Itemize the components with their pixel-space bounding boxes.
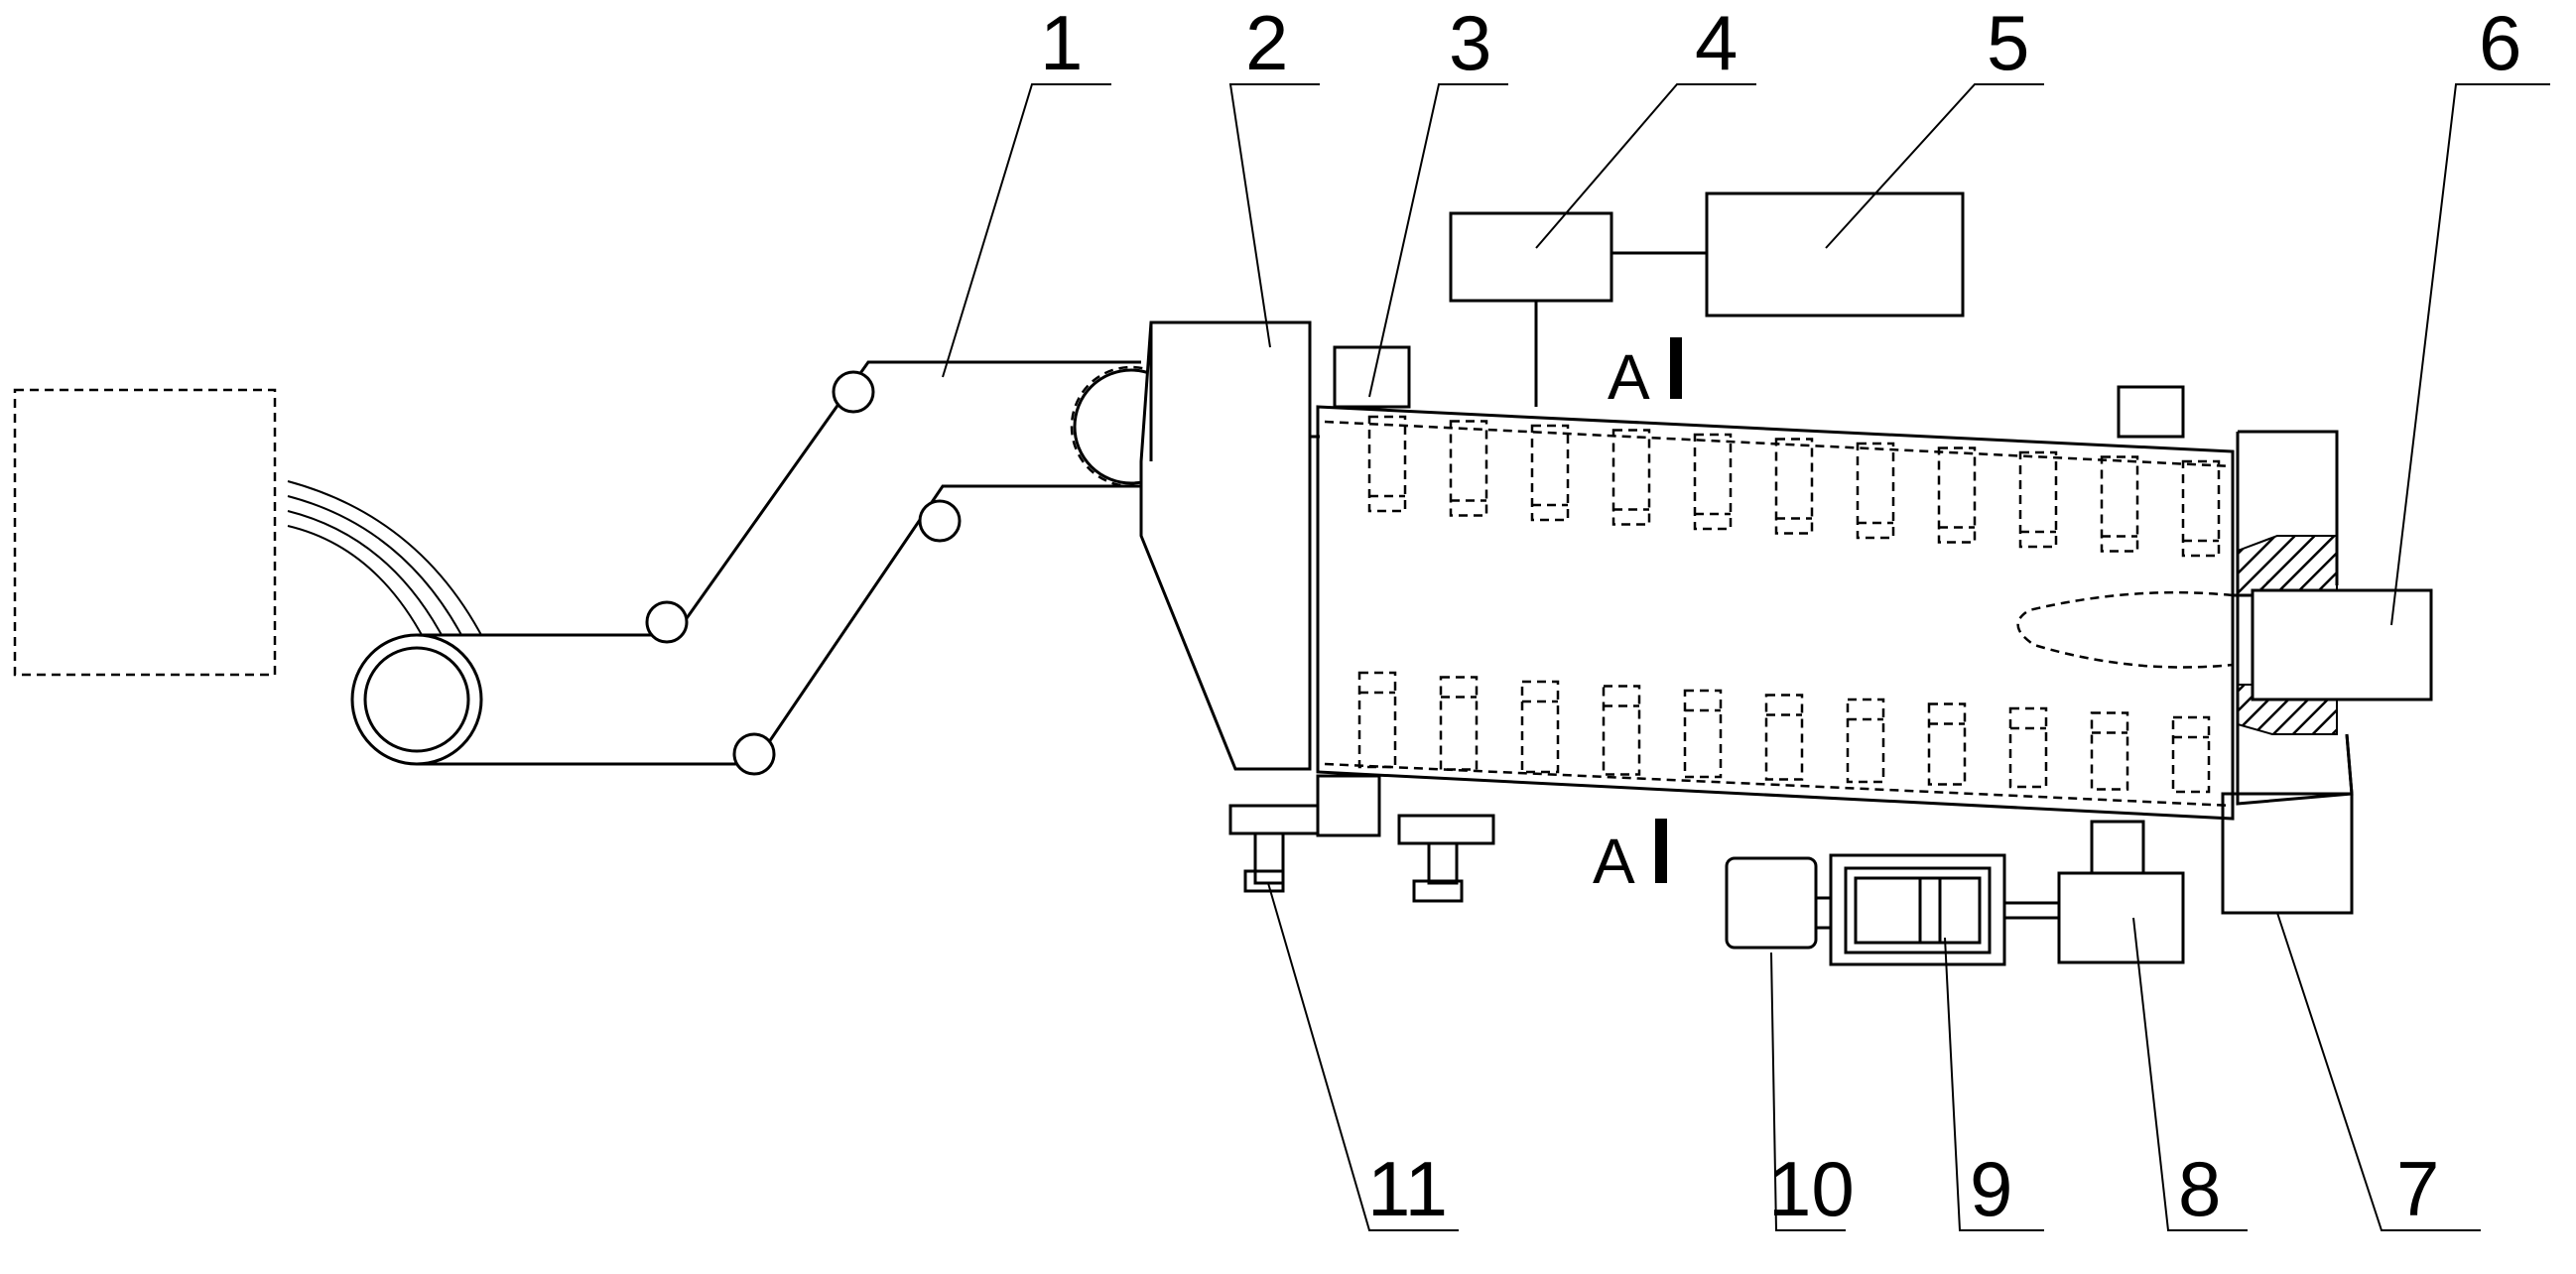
upper-paddle [1530, 424, 1570, 522]
support-rollers [1228, 774, 1495, 903]
upper-paddle [1937, 446, 1977, 544]
section-mark-top: A [1608, 337, 1682, 413]
discharge-housing [2233, 430, 2433, 806]
section-letter-top: A [1608, 341, 1650, 413]
label-4: 4 [1695, 0, 1738, 86]
label-3: 3 [1449, 0, 1491, 86]
lower-paddle [1602, 685, 1641, 776]
label-9: 9 [1970, 1145, 2012, 1232]
lower-paddle [1683, 689, 1723, 779]
lower-paddle [1439, 676, 1479, 771]
label-7: 7 [2396, 1145, 2439, 1232]
upper-paddle [1774, 438, 1814, 535]
support-base [2221, 733, 2354, 915]
drum-body [1310, 345, 2235, 821]
belt-conveyor [350, 360, 1193, 776]
upper-paddle [1611, 429, 1651, 526]
control-box-4 [1449, 211, 1613, 407]
section-mark-bottom: A [1593, 819, 1667, 897]
label-6: 6 [2479, 0, 2521, 86]
lower-paddles [1357, 671, 2211, 794]
upper-paddle [2018, 450, 2058, 549]
upper-paddle [1856, 442, 1895, 540]
dashed-source-box [13, 388, 482, 677]
upper-paddle [1367, 415, 1407, 513]
feed-hopper [1139, 320, 1312, 771]
label-5: 5 [1987, 0, 2029, 86]
upper-paddle [1693, 433, 1733, 531]
part-labels: 1 2 3 4 5 6 7 8 9 10 11 [1040, 0, 2521, 1232]
upper-paddle [2181, 459, 2221, 558]
lower-paddle [1764, 694, 1804, 781]
leader-lines [942, 83, 2550, 1231]
label-1: 1 [1040, 0, 1083, 86]
label-2: 2 [1245, 0, 1288, 86]
control-box-5 [1611, 191, 1965, 318]
lower-paddle [2008, 706, 2048, 789]
upper-paddles [1367, 415, 2221, 558]
section-letter-bottom: A [1593, 826, 1635, 897]
lower-paddle [1520, 680, 1560, 774]
lower-paddle [2171, 715, 2211, 794]
label-11: 11 [1367, 1145, 1448, 1232]
label-8: 8 [2178, 1145, 2221, 1232]
lower-paddle [1357, 671, 1397, 769]
label-10: 10 [1768, 1145, 1855, 1232]
lower-paddle [1927, 702, 1967, 786]
drive-train [1725, 820, 2185, 966]
lower-paddle [2090, 711, 2129, 791]
upper-paddle [2100, 455, 2139, 553]
lower-paddle [1846, 698, 1885, 784]
upper-paddle [1449, 420, 1488, 517]
